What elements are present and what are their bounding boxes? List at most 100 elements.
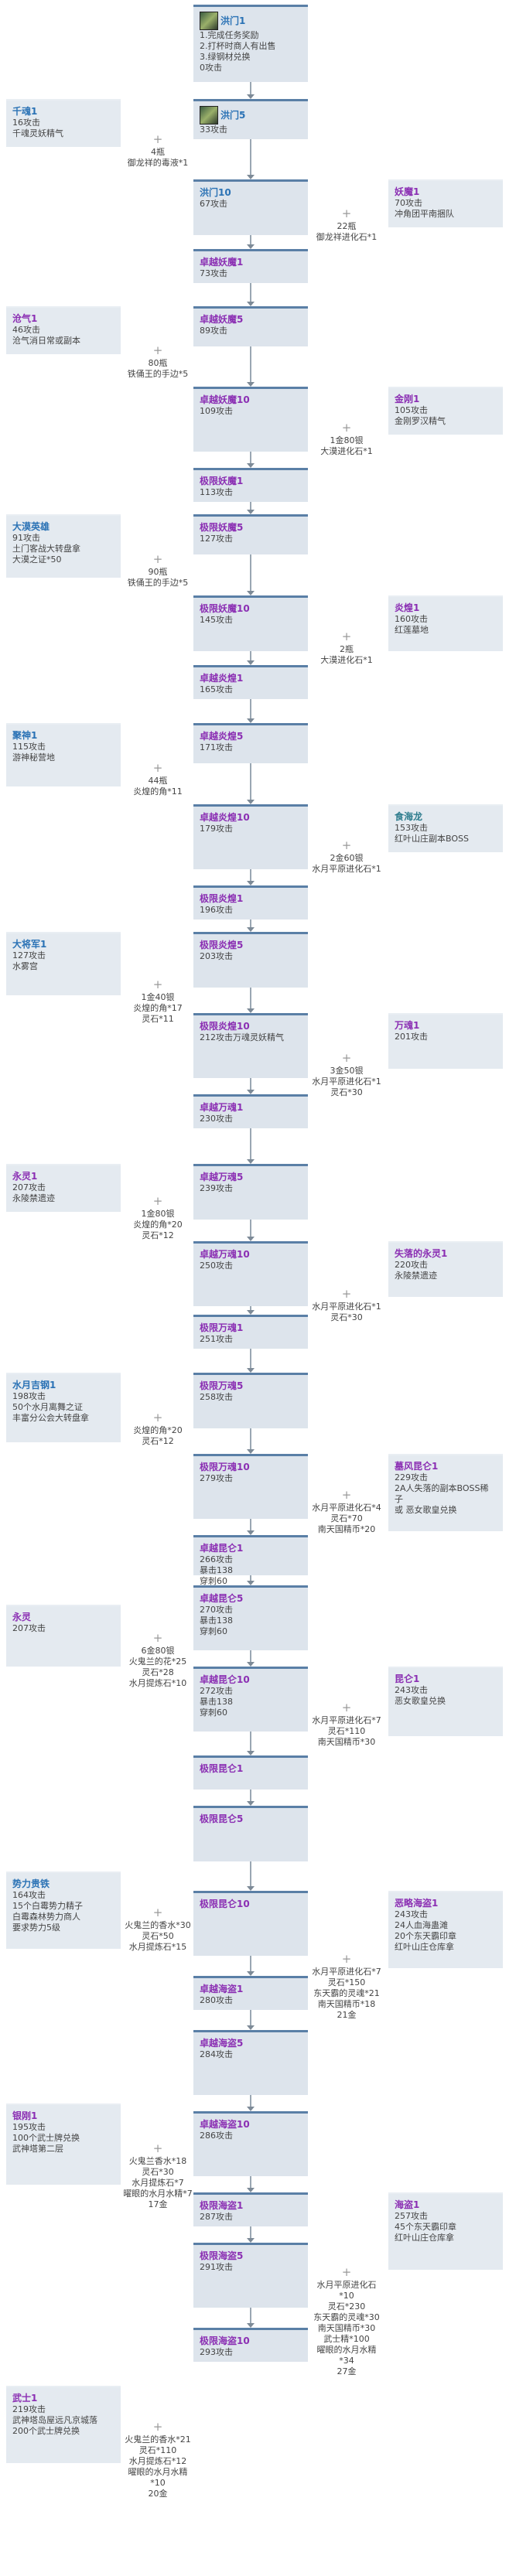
right-source-node-details: 220攻击永陵禁遗迹 — [395, 1260, 497, 1281]
main-node-title[interactable]: 卓越妖魔1 — [200, 257, 244, 268]
main-node-title[interactable]: 卓越海盗1 — [200, 1984, 244, 1994]
main-node-title[interactable]: 极限昆仑5 — [200, 1813, 244, 1824]
main-node-title[interactable]: 卓越昆仑1 — [200, 1543, 244, 1554]
main-node-title[interactable]: 极限海盗1 — [200, 2200, 244, 2211]
cost-line: 曜眼的水月水精*7 — [123, 2189, 193, 2199]
right-source-node-detail-line: 红叶山庄副本BOSS — [395, 834, 469, 844]
left-source-node-detail-line: 白霉森林势力商人 — [12, 1912, 80, 1922]
main-node-detail-line: 1.完成任务奖励 — [200, 30, 259, 40]
main-node-title[interactable]: 极限炎煌1 — [200, 893, 244, 904]
main-node-title[interactable]: 卓越万魂5 — [200, 1172, 244, 1182]
right-source-node-title[interactable]: 失落的永灵1 — [395, 1248, 448, 1259]
left-source-node-title[interactable]: 银刚1 — [12, 2110, 38, 2121]
left-source-node-title[interactable]: 武士1 — [12, 2393, 38, 2404]
main-node-title[interactable]: 卓越昆仑10 — [200, 1674, 250, 1685]
main-node-title[interactable]: 卓越海盗10 — [200, 2119, 250, 2130]
main-node-title[interactable]: 极限妖魔1 — [200, 476, 244, 486]
right-source-node-title[interactable]: 万魂1 — [395, 1020, 420, 1031]
left-source-node-title[interactable]: 沧气1 — [12, 313, 38, 324]
left-source-node-detail-line: 丰富分公会大转盘拿 — [12, 1413, 89, 1423]
cost-line: 22瓶 — [337, 221, 357, 231]
left-source-node-title[interactable]: 聚神1 — [12, 730, 38, 741]
main-node-title[interactable]: 洪门5 — [220, 110, 246, 121]
main-node-details: 239攻击 — [200, 1183, 302, 1194]
main-node-title[interactable]: 卓越万魂10 — [200, 1249, 250, 1260]
right-source-node-title[interactable]: 食海龙 — [395, 811, 423, 822]
left-source-node-title[interactable]: 千魂1 — [12, 106, 38, 117]
right-source-node-title[interactable]: 炎煌1 — [395, 602, 420, 613]
right-source-node-title[interactable]: 墓风昆仑1 — [395, 1461, 439, 1472]
plus-icon: + — [152, 2420, 163, 2434]
left-source-node-title[interactable]: 永灵1 — [12, 1171, 38, 1182]
main-node-header: 极限炎煌10 — [200, 1020, 302, 1032]
cost-line: 灵石*230 — [327, 2301, 366, 2312]
down-arrow-icon — [247, 1732, 255, 1755]
left-source-node-title[interactable]: 势力贵铁 — [12, 1878, 50, 1889]
right-source-node-detail-line: 160攻击 — [395, 614, 428, 624]
right-source-node-title[interactable]: 金刚1 — [395, 394, 420, 404]
main-node-title[interactable]: 极限妖魔5 — [200, 522, 244, 533]
left-source-node-details: 16攻击千魂灵妖精气 — [12, 118, 114, 139]
right-source-node-title[interactable]: 恶略海盗1 — [395, 1898, 439, 1909]
main-node-details: 109攻击 — [200, 406, 302, 417]
left-source-node-detail-line: 164攻击 — [12, 1890, 46, 1900]
main-node-title[interactable]: 卓越炎煌1 — [200, 673, 244, 684]
main-node-title[interactable]: 卓越炎煌5 — [200, 731, 244, 742]
cost-line: 炎煌的角*20 — [133, 1425, 183, 1435]
cost-line: 44瓶 — [148, 776, 168, 786]
main-node-title[interactable]: 极限炎煌5 — [200, 940, 244, 950]
main-node-title[interactable]: 极限万魂5 — [200, 1380, 244, 1391]
cost-line: 水月提炼石*15 — [128, 1942, 187, 1952]
main-node-title[interactable]: 卓越炎煌10 — [200, 812, 250, 823]
main-node-title[interactable]: 极限海盗10 — [200, 2335, 250, 2346]
right-source-node-title[interactable]: 昆仑1 — [395, 1674, 420, 1684]
main-node-detail-line: 258攻击 — [200, 1392, 233, 1402]
main-node-title[interactable]: 卓越昆仑5 — [200, 1593, 244, 1604]
main-node-title[interactable]: 卓越海盗5 — [200, 2038, 244, 2049]
plus-icon: + — [341, 421, 352, 435]
main-node-header: 卓越万魂5 — [200, 1171, 302, 1183]
main-node-title[interactable]: 极限万魂10 — [200, 1462, 250, 1472]
left-source-node-title[interactable]: 水月吉钢1 — [12, 1380, 56, 1390]
right-cost: +22瓶御龙祥进化石*1 — [309, 207, 384, 243]
cost-line: 武士精*100 — [323, 2334, 370, 2344]
down-arrow-icon — [247, 1078, 255, 1094]
main-node-title[interactable]: 极限海盗5 — [200, 2250, 244, 2261]
main-node-title[interactable]: 洪门1 — [220, 15, 246, 26]
main-node-title[interactable]: 极限万魂1 — [200, 1322, 244, 1333]
cost-line: 水月平原进化石*1 — [312, 1076, 381, 1087]
cost-line: 曜眼的水月水精*10 — [128, 2467, 188, 2488]
main-node-details: 212攻击万魂灵妖精气 — [200, 1032, 302, 1043]
main-node-title[interactable]: 极限妖魔10 — [200, 603, 250, 614]
right-source-node-title[interactable]: 妖魔1 — [395, 186, 420, 197]
main-node-title[interactable]: 极限炎煌10 — [200, 1021, 250, 1032]
main-node-title[interactable]: 洪门10 — [200, 187, 231, 198]
left-source-node-detail-line: 沧气消日常或副本 — [12, 336, 80, 346]
main-node-detail-line: 113攻击 — [200, 487, 233, 497]
left-source-node-title[interactable]: 大漠英雄 — [12, 521, 50, 532]
left-source-node-detail-line: 50个水月离舞之证 — [12, 1402, 83, 1412]
main-node-detail-line: 3.绿钢材兑换 — [200, 52, 251, 62]
left-source-node-title[interactable]: 永灵 — [12, 1612, 32, 1622]
main-node-detail-line: 293攻击 — [200, 2347, 233, 2357]
right-source-node-title[interactable]: 海盗1 — [395, 2199, 420, 2210]
left-source-node-title[interactable]: 大将军1 — [12, 939, 47, 950]
right-source-node-header: 昆仑1 — [395, 1673, 497, 1685]
down-arrow-icon — [247, 139, 255, 179]
main-node-title[interactable]: 卓越妖魔10 — [200, 394, 250, 405]
main-node-title[interactable]: 极限昆仑10 — [200, 1899, 250, 1909]
main-node-header: 卓越海盗1 — [200, 1983, 302, 1995]
main-node-title[interactable]: 极限昆仑1 — [200, 1763, 244, 1774]
main-node-title[interactable]: 卓越妖魔5 — [200, 314, 244, 325]
main-node-title[interactable]: 卓越万魂1 — [200, 1102, 244, 1113]
right-source-node-details: 70攻击冲角团平南捆队 — [395, 198, 497, 220]
